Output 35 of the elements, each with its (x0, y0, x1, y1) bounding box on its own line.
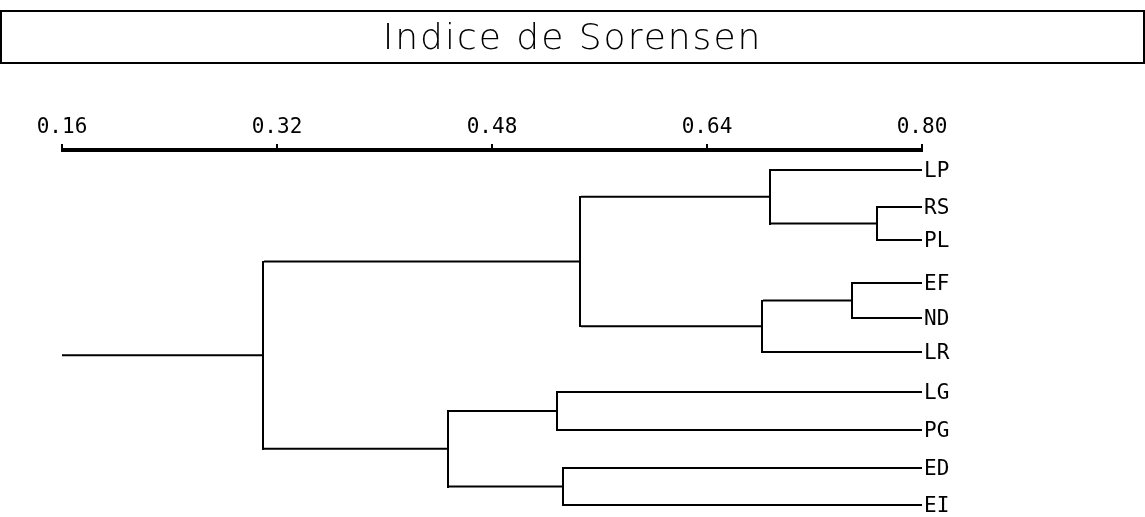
axis-tick-label: 0.32 (251, 114, 303, 138)
branch-line (852, 282, 923, 284)
axis-tick-label: 0.16 (36, 114, 88, 138)
branch-line (557, 391, 923, 393)
branch-line (852, 317, 923, 319)
branch-line (563, 504, 923, 506)
leaf-label: PG (924, 418, 950, 442)
branch-line (762, 299, 852, 302)
leaf-label: ED (924, 456, 950, 480)
leaf-label: RS (924, 195, 950, 219)
leaf-label: LP (924, 158, 950, 182)
branch-line (263, 260, 580, 263)
leaf-label: ND (924, 306, 950, 330)
leaf-label: LR (924, 340, 950, 364)
branch-line (877, 239, 923, 241)
branch-line (263, 447, 448, 450)
branch-line (580, 325, 762, 328)
branch-line (770, 169, 923, 171)
leaf-label: PL (924, 228, 950, 252)
leaf-label: EF (924, 271, 950, 295)
branch-line (557, 429, 923, 431)
branch-line (563, 467, 923, 469)
branch-line (762, 351, 923, 353)
leaf-label: LG (924, 380, 950, 404)
branch-line (877, 206, 923, 208)
branch-line (448, 410, 557, 412)
leaf-label: EI (924, 493, 950, 517)
branch-line (61, 354, 263, 357)
title-banner: Indice de Sorensen (0, 10, 1145, 64)
branch-line (580, 195, 770, 198)
branch-line (770, 222, 877, 225)
axis-tick-label: 0.80 (896, 114, 948, 138)
branch-line (448, 485, 563, 488)
axis-tick-label: 0.64 (681, 114, 733, 138)
axis-tick-label: 0.48 (466, 114, 518, 138)
